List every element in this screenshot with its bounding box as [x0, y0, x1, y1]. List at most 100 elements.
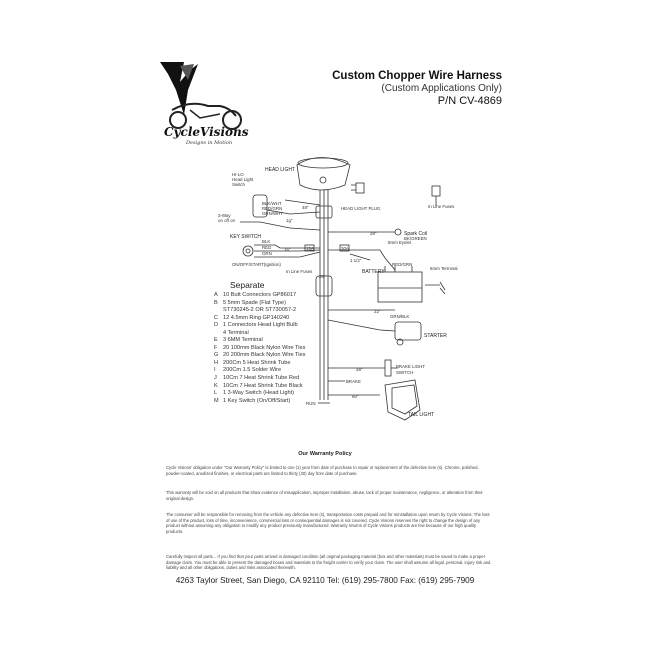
label-wire-redgrn: RED/GRN [262, 206, 282, 211]
parts-list-item: D 1 Connectors Head Light Bulb [214, 322, 305, 330]
label-spark-coil: Spark Coil [404, 231, 427, 237]
parts-item-mark: C [214, 314, 219, 321]
parts-item-mark: H [214, 359, 219, 366]
page-title: Custom Chopper Wire Harness [332, 70, 502, 82]
parts-item-mark: G [214, 352, 219, 359]
label-in-line-fuses: In Line Fuses [428, 204, 455, 209]
warranty-paragraph-4: Carefully inspect all parts... If you fi… [166, 554, 491, 571]
parts-item-text: 5 5mm Spade (Flat Type) [223, 299, 287, 306]
part-number: P/N CV-4869 [437, 95, 502, 107]
warranty-paragraph-1: Cycle Visions' obligation under "Our War… [166, 465, 479, 476]
label-key-switch: KEY SWITCH [230, 234, 261, 240]
label-tag-grnblk: GRN/BLK [390, 314, 409, 319]
label-tag-redgrn: RED/GRN [392, 262, 412, 267]
length-48: 48" [302, 205, 309, 210]
parts-list-item: H 200Cm 5 Heat Shrink Tube [214, 360, 305, 368]
label-wire-blk: BLK [262, 239, 270, 244]
parts-item-text: 20 200mm Black Nylon Wire Ties [223, 352, 306, 359]
brand-logo: CycleVisions Designs in Motion [150, 60, 260, 160]
parts-item-mark: I [214, 367, 216, 374]
separate-title: Separate [230, 280, 265, 290]
logo-tagline: Designs in Motion [185, 140, 232, 146]
footer-address: 4263 Taylor Street, San Diego, CA 92110 … [175, 576, 475, 585]
label-tag-eyelet: 8mm Eyelet [388, 240, 412, 245]
label-wire-grnwht: GRN/WHT [262, 211, 283, 216]
label-hi-lo-2: Head Light [232, 177, 254, 182]
parts-list-item: I 200Cm 1.5 Solder Wire [214, 367, 305, 375]
length-1-1-2: 1 1/2" [350, 258, 362, 263]
label-head-light-plug: HEAD LIGHT PLUG [341, 206, 381, 211]
parts-item-mark: K [214, 382, 218, 389]
parts-item-mark: D [214, 322, 219, 329]
parts-item-text: ST730245-2 OR ST730057-2 [223, 307, 297, 314]
length-15a: 15A [306, 246, 314, 251]
length-30a: 30A [341, 246, 349, 251]
parts-list-item: K 10Cm 7 Heat Shrink Tube Black [214, 383, 305, 391]
label-wire-red: RED [262, 245, 271, 250]
label-in-line-fuses-small: In Line Fuses [286, 269, 313, 274]
parts-list-item: C 12 4.5mm Ring GP140240 [214, 315, 305, 323]
parts-list-item: J 10Cm 7 Heat Shrink Tube Red [214, 375, 305, 383]
page-subtitle: (Custom Applications Only) [381, 83, 502, 94]
parts-item-mark: A [214, 292, 218, 298]
parts-item-mark: M [214, 397, 219, 404]
label-hi-lo-3: Switch [232, 182, 245, 187]
label-run: RUN [306, 401, 316, 406]
parts-item-text: 10 Butt Connectors GP86017 [223, 292, 297, 298]
header: Custom Chopper Wire Harness (Custom Appl… [332, 70, 502, 107]
label-wire-grn: GRN [262, 251, 272, 256]
label-tag-bkgreen: BK/GREEN [404, 236, 427, 241]
label-key-positions: ON/OFF/START(Ignition) [232, 262, 281, 267]
parts-item-mark: F [214, 344, 218, 351]
parts-item-mark: J [214, 375, 217, 382]
label-head-light: HEAD LIGHT [265, 167, 295, 173]
parts-list-item: A 10 Butt Connectors GP86017 [214, 292, 305, 300]
label-brake: BRAKE [346, 379, 361, 384]
headlight-shape [296, 157, 351, 191]
parts-item-text: 1 3-Way Switch (Head Light) [223, 390, 294, 397]
parts-list-item: E 3 6MM Terminal [214, 337, 305, 345]
parts-list-item: L 1 3-Way Switch (Head Light) [214, 390, 305, 398]
length-16: 16" [284, 247, 291, 252]
warranty-paragraph-2: This warranty will be void on all produc… [166, 490, 483, 501]
label-three-way-1: 3-Way [218, 213, 231, 218]
logo-wordmark: CycleVisions [164, 125, 249, 139]
label-6mm-terminal: 6mm Terminal [430, 266, 458, 271]
length-1g: 1g" [286, 218, 293, 223]
parts-item-text: 4 Terminal [223, 329, 249, 336]
length-20: 20" [319, 274, 326, 279]
length-60: 60" [352, 394, 359, 399]
parts-item-text: 10Cm 7 Heat Shrink Tube Black [223, 382, 303, 389]
parts-list-item: G 20 200mm Black Nylon Wire Ties [214, 352, 305, 360]
label-starter: STARTER [424, 333, 447, 339]
parts-item-mark: E [214, 337, 218, 344]
label-battery: BATTERY [362, 269, 385, 275]
length-28b: 28" [356, 367, 363, 372]
parts-list-item: ST730245-2 OR ST730057-2 [214, 307, 305, 315]
label-hi-lo-1: HI-LO [232, 172, 244, 177]
parts-item-text: 10Cm 7 Heat Shrink Tube Red [223, 375, 300, 382]
label-tail-light: TAIL LIGHT [408, 412, 434, 418]
parts-list-item: M 1 Key Switch (On/Off/Start) [214, 398, 305, 406]
parts-list-item: 4 Terminal [214, 330, 305, 338]
label-wire-blkwht: BLK/WHT [262, 201, 282, 206]
length-28a: 28" [370, 231, 377, 236]
parts-item-text: 20 100mm Black Nylon Wire Ties [223, 344, 306, 351]
parts-item-mark: L [214, 390, 218, 397]
parts-item-text: 1 Connectors Head Light Bulb [223, 322, 298, 329]
warranty-paragraph-3: The consumer will be responsible for rem… [166, 512, 490, 534]
logo-graphic: CycleVisions Designs in Motion [160, 62, 249, 146]
warranty-title: Our Warranty Policy [298, 451, 352, 457]
parts-item-text: 200Cm 1.5 Solder Wire [223, 367, 282, 374]
parts-list-item: F 20 100mm Black Nylon Wire Ties [214, 345, 305, 353]
label-brake-switch-1: BRAKE LIGHT [396, 364, 425, 369]
parts-item-text: 3 6MM Terminal [223, 337, 263, 344]
length-22: 22" [374, 309, 381, 314]
label-three-way-2: on off on [218, 218, 236, 223]
parts-item-text: 1 Key Switch (On/Off/Start) [223, 397, 291, 404]
parts-item-text: 12 4.5mm Ring GP140240 [223, 314, 290, 321]
parts-item-text: 200Cm 5 Heat Shrink Tube [223, 359, 291, 366]
